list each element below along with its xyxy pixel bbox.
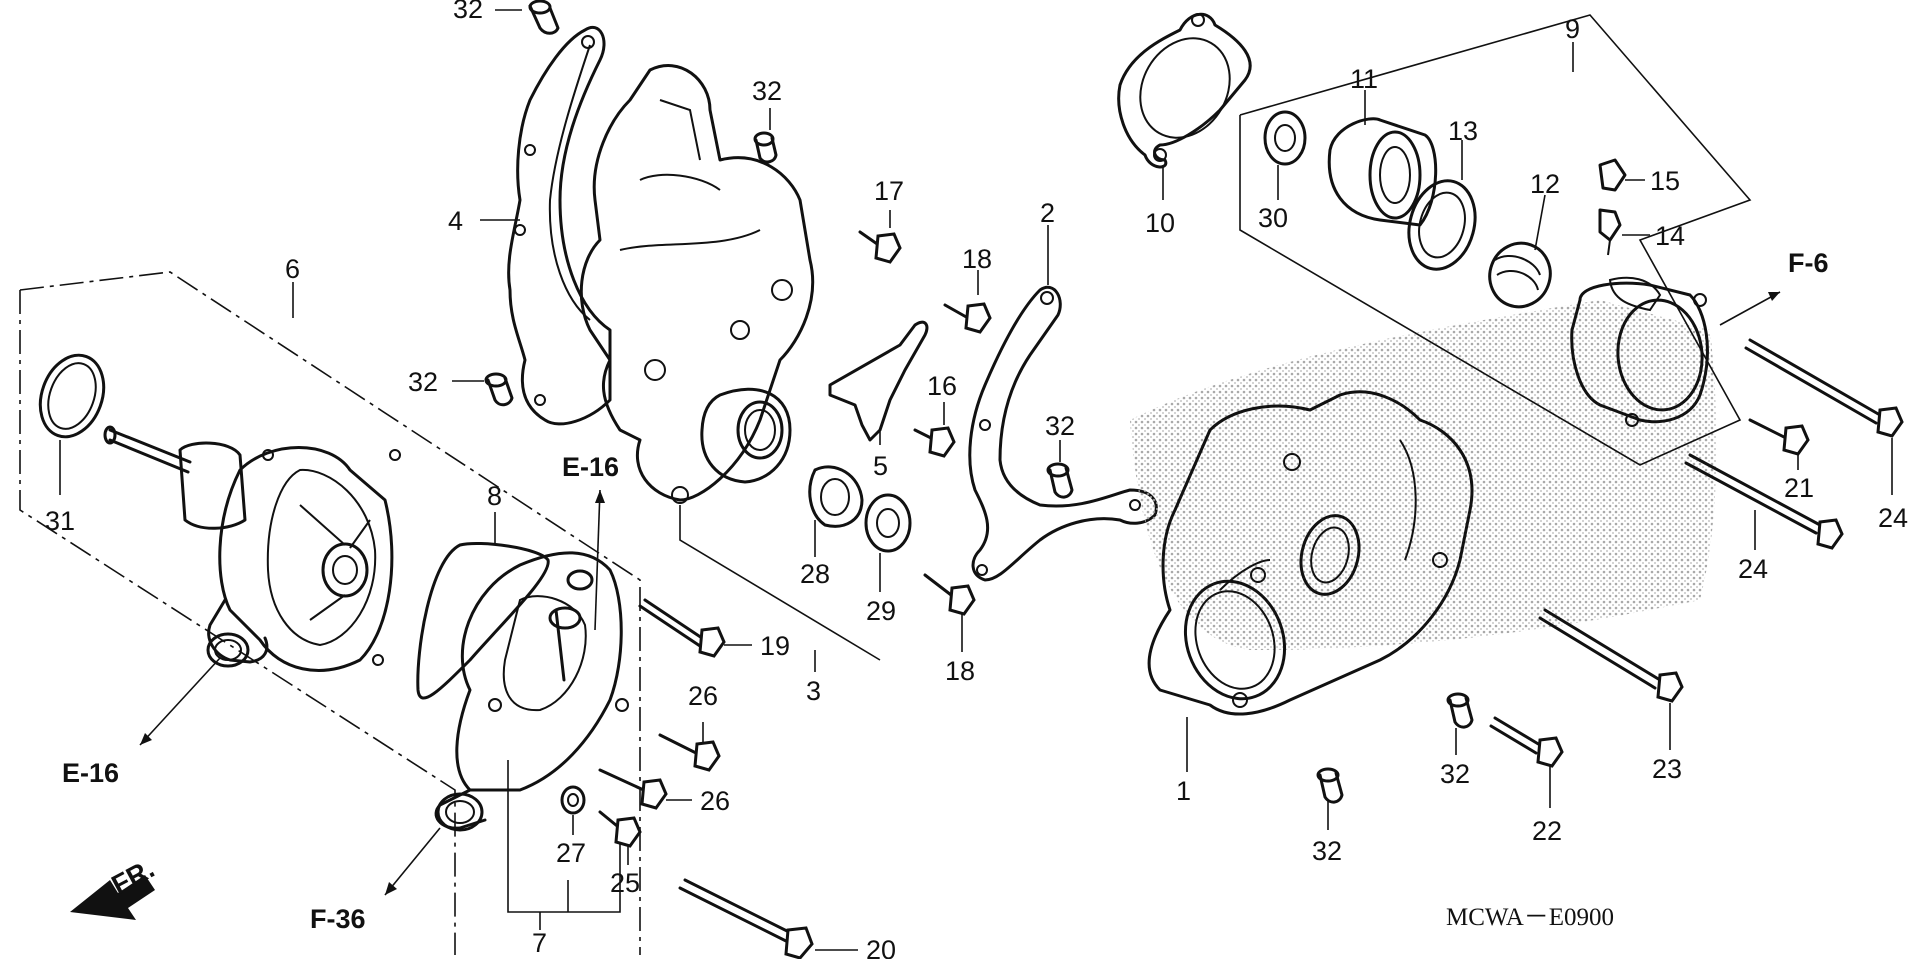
label-part-26-lower: 26 — [700, 786, 730, 816]
label-part-29: 29 — [866, 596, 896, 626]
label-part-31: 31 — [45, 506, 75, 536]
bolt-21 — [1748, 418, 1810, 470]
label-part-25: 25 — [610, 868, 640, 898]
ref-e16-left: E-16 — [62, 758, 119, 788]
water-pump-body-6 — [103, 425, 401, 672]
oil-seal-29 — [864, 493, 912, 592]
label-part-28: 28 — [800, 559, 830, 589]
ref-f36: F-36 — [310, 904, 366, 934]
bolt-18-lower — [923, 573, 976, 652]
arrow-e16-left — [139, 657, 221, 746]
bolt-16 — [913, 402, 956, 458]
oil-seal-13 — [1407, 140, 1477, 271]
label-part-18-upper: 18 — [962, 244, 992, 274]
label-part-32-e: 32 — [1312, 836, 1342, 866]
label-part-15: 15 — [1650, 166, 1680, 196]
label-part-7: 7 — [532, 928, 547, 958]
label-part-22: 22 — [1532, 816, 1562, 846]
gasket-4 — [480, 26, 612, 426]
label-part-12: 12 — [1530, 169, 1560, 199]
fitting-14 — [1598, 208, 1650, 256]
label-part-16: 16 — [927, 371, 957, 401]
bolt-26-lower — [598, 768, 692, 810]
o-ring-8 — [416, 512, 550, 700]
gasket-2 — [968, 225, 1158, 582]
washer-27 — [560, 785, 586, 835]
bolt-18-upper — [943, 270, 992, 334]
bolt-19 — [638, 598, 752, 658]
dowel-32-e — [1316, 767, 1344, 830]
engine-cover-1 — [1147, 390, 1474, 772]
ref-f6: F-6 — [1788, 248, 1829, 278]
part-labels: 1 2 3 4 5 6 7 8 9 10 11 12 13 14 15 16 1… — [45, 0, 1908, 959]
label-part-32-top: 32 — [453, 0, 483, 24]
dowel-32-a — [753, 108, 778, 164]
o-ring-31 — [38, 353, 106, 495]
label-part-17: 17 — [874, 176, 904, 206]
bolt-24-upper — [1744, 338, 1904, 495]
bolt-24-lower — [1684, 453, 1844, 550]
label-part-3: 3 — [806, 676, 821, 706]
label-part-19: 19 — [760, 631, 790, 661]
label-part-32-d: 32 — [1440, 759, 1470, 789]
label-part-32-c: 32 — [1045, 411, 1075, 441]
label-part-24-lower: 24 — [1738, 554, 1768, 584]
label-part-32-a: 32 — [752, 76, 782, 106]
bolt-26-upper — [658, 722, 721, 772]
label-part-23: 23 — [1652, 754, 1682, 784]
arrow-e16-center — [594, 489, 605, 631]
housing-9-body — [1570, 276, 1709, 427]
label-part-5: 5 — [873, 451, 888, 481]
dowel-32-d — [1446, 692, 1474, 755]
bolt-22 — [1489, 716, 1564, 808]
label-part-27: 27 — [556, 838, 586, 868]
arrow-f36 — [384, 827, 441, 896]
label-part-32-b: 32 — [408, 367, 438, 397]
label-part-30: 30 — [1258, 203, 1288, 233]
label-part-26-upper: 26 — [688, 681, 718, 711]
gasket-10 — [1117, 12, 1252, 200]
bracket-5 — [828, 320, 929, 445]
front-direction-arrow — [70, 875, 155, 920]
group-9-outline — [1239, 14, 1752, 466]
label-part-2: 2 — [1040, 198, 1055, 228]
pump-cover-7 — [434, 551, 629, 832]
dowel-32-top — [495, 0, 560, 35]
group-6-outline — [19, 271, 641, 955]
label-part-18-lower: 18 — [945, 656, 975, 686]
ref-e16-center: E-16 — [562, 452, 619, 482]
diagram-code: MCWA－E0900 — [1446, 904, 1614, 931]
bolt-23 — [1538, 608, 1684, 750]
dowel-32-b — [452, 372, 514, 407]
label-part-21: 21 — [1784, 473, 1814, 503]
label-part-20: 20 — [866, 935, 896, 959]
label-part-13: 13 — [1448, 116, 1478, 146]
label-part-14: 14 — [1655, 221, 1685, 251]
seal-30 — [1263, 110, 1307, 200]
bearing-11 — [1327, 90, 1438, 227]
bolt-20 — [678, 878, 858, 959]
bolt-17 — [858, 210, 902, 264]
label-part-6: 6 — [285, 254, 300, 284]
label-part-1: 1 — [1176, 776, 1191, 806]
label-part-10: 10 — [1145, 208, 1175, 238]
spring-12 — [1488, 194, 1552, 309]
label-part-24-upper: 24 — [1878, 503, 1908, 533]
fitting-15 — [1598, 158, 1645, 192]
label-part-4: 4 — [448, 206, 463, 236]
label-part-8: 8 — [487, 481, 502, 511]
arrow-f6 — [1719, 291, 1781, 326]
group-7-bracket — [507, 760, 621, 930]
bolt-25 — [598, 810, 642, 865]
bearing-28 — [808, 465, 864, 557]
label-part-9: 9 — [1565, 14, 1580, 44]
stipple-background — [1130, 300, 1717, 650]
dowel-32-c — [1046, 440, 1074, 499]
pump-housing-3 — [579, 64, 881, 672]
label-part-11: 11 — [1350, 64, 1378, 94]
